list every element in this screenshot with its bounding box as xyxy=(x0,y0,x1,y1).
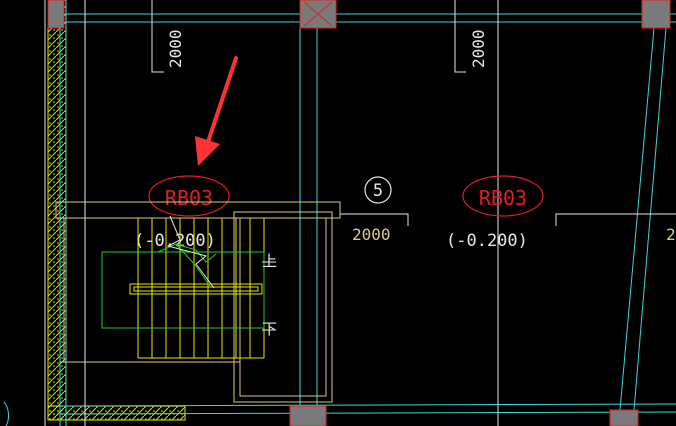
dimension-middle: 2000 xyxy=(352,225,391,244)
column-bottom-right xyxy=(609,409,639,426)
dimension-right-edge: 2 xyxy=(666,225,676,244)
beam-tag-right-elevation: (-0.200) xyxy=(446,231,528,251)
stair-direction-arrows xyxy=(262,261,276,331)
axis-bubble: 5 xyxy=(364,176,392,204)
stair-up-label: 上 xyxy=(262,252,277,270)
beam-tag-right-name: RB03 xyxy=(479,186,527,210)
structural-frame-lines xyxy=(59,0,676,426)
column-top-right xyxy=(641,0,671,29)
axis-bubble-label: 5 xyxy=(373,181,383,201)
beam-tag-left: RB03 (-0.200) xyxy=(134,175,230,251)
grid-lines xyxy=(84,0,499,426)
beam-tag-right: RB03 (-0.200) xyxy=(446,175,544,251)
columns xyxy=(47,0,671,426)
stair-handrail xyxy=(101,243,265,329)
edge-arc xyxy=(3,401,10,426)
beam-tag-left-elevation: (-0.200) xyxy=(134,231,216,251)
beam-tag-left-name: RB03 xyxy=(165,186,213,210)
dimension-leaders xyxy=(151,0,676,226)
dimension-top-left: 2000 xyxy=(166,29,185,68)
stair-down-label: 下 xyxy=(262,320,277,338)
dimension-top-right: 2000 xyxy=(469,29,488,68)
stair-treads xyxy=(137,218,265,359)
column-top-left xyxy=(47,0,65,29)
column-bottom-middle xyxy=(289,405,327,426)
stair-break-mark xyxy=(166,215,215,289)
annotation-arrow xyxy=(195,56,238,166)
stair-opening xyxy=(55,201,341,403)
